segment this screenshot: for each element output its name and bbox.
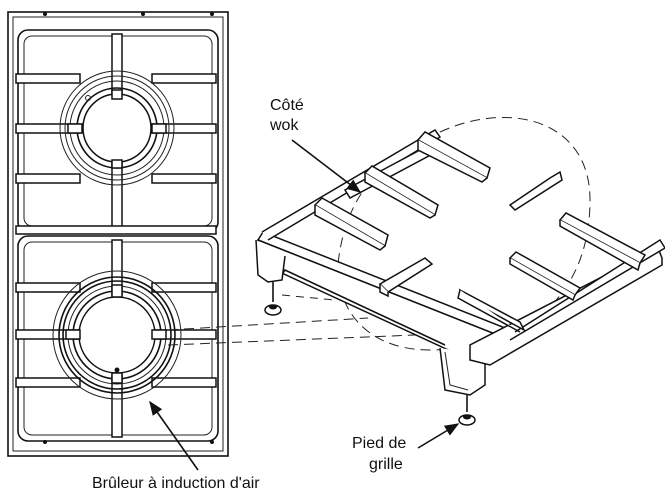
label-grate-foot-line1: Pied de <box>352 435 406 452</box>
label-wok-side-line1: Côté <box>270 97 304 114</box>
cooktop-top-view <box>7 11 229 457</box>
callout-grate-foot: Pied de grille <box>352 423 460 473</box>
grate-foot-front <box>458 395 476 426</box>
grate-foot-left <box>264 282 282 316</box>
label-grate-foot-line2: grille <box>369 456 403 473</box>
label-air-induction-burner: Brûleur à induction d'air <box>92 475 260 492</box>
label-wok-side-line2: wok <box>269 117 299 134</box>
grate-3d-view <box>167 116 665 426</box>
callout-air-induction-burner: Brûleur à induction d'air <box>92 400 260 492</box>
callout-wok-side: Côté wok <box>269 97 362 193</box>
